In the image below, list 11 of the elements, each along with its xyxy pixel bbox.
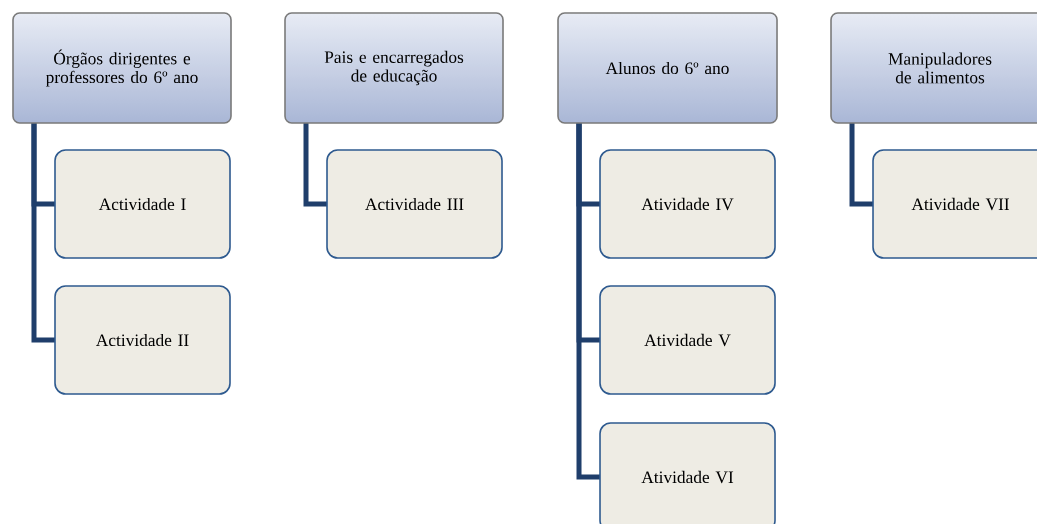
- group-header-box: Pais e encarregados de educação: [284, 12, 504, 124]
- group-header-box: Manipuladores de alimentos: [830, 12, 1037, 124]
- activity-box: Atividade VI: [599, 422, 776, 524]
- activity-box: Actividade II: [54, 285, 231, 395]
- activity-box: Actividade I: [54, 149, 231, 259]
- group-header-box: Alunos do 6º ano: [557, 12, 778, 124]
- activity-box: Actividade III: [326, 149, 503, 259]
- group-header-box: Órgãos dirigentes e professores do 6º ano: [12, 12, 232, 124]
- activity-box: Atividade IV: [599, 149, 776, 259]
- activity-box: Atividade VII: [872, 149, 1037, 259]
- activity-box: Atividade V: [599, 285, 776, 395]
